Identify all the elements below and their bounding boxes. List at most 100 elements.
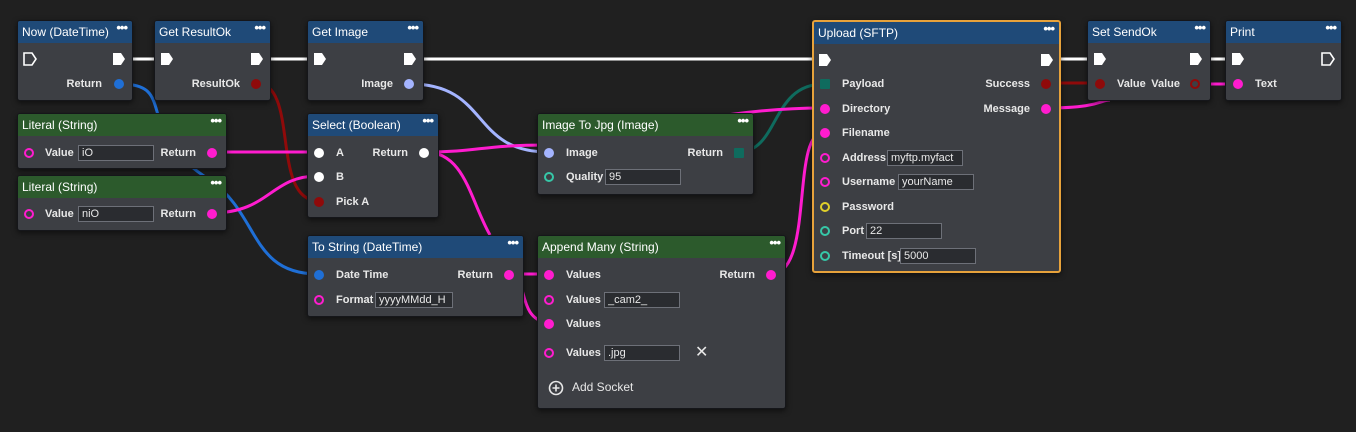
- text-string-pin[interactable]: [1233, 79, 1243, 89]
- exec-in-pin[interactable]: [1231, 52, 1245, 66]
- node-literal-string-2[interactable]: Literal (String)••• Value Return: [17, 175, 227, 231]
- node-header[interactable]: Now (DateTime)•••: [18, 20, 132, 43]
- value-input[interactable]: [78, 206, 154, 222]
- node-menu-icon[interactable]: •••: [1043, 21, 1055, 36]
- node-menu-icon[interactable]: •••: [507, 235, 519, 250]
- success-label: Success: [985, 78, 1030, 90]
- node-menu-icon[interactable]: •••: [769, 235, 781, 250]
- node-menu-icon[interactable]: •••: [737, 113, 749, 128]
- node-header[interactable]: Literal (String)•••: [18, 175, 226, 198]
- node-header[interactable]: Image To Jpg (Image)•••: [538, 113, 753, 136]
- a-pin[interactable]: [314, 148, 324, 158]
- node-menu-icon[interactable]: •••: [254, 20, 266, 35]
- node-literal-string-1[interactable]: Literal (String)••• Value Return: [17, 113, 227, 169]
- add-socket-icon[interactable]: [548, 380, 564, 396]
- node-image-to-jpg[interactable]: Image To Jpg (Image)••• Image Return Qua…: [537, 113, 754, 195]
- exec-out-pin[interactable]: [1321, 52, 1335, 66]
- exec-in-pin[interactable]: [23, 52, 37, 66]
- add-socket-button[interactable]: Add Socket: [572, 380, 634, 394]
- return-label: Return: [66, 78, 102, 90]
- exec-out-pin[interactable]: [250, 52, 264, 66]
- return-datetime-pin[interactable]: [114, 79, 124, 89]
- value-input[interactable]: [78, 145, 154, 161]
- value-out-boolean-pin[interactable]: [1190, 79, 1200, 89]
- node-header[interactable]: Upload (SFTP)•••: [814, 21, 1059, 44]
- image-in-pin[interactable]: [544, 148, 554, 158]
- node-menu-icon[interactable]: •••: [407, 20, 419, 35]
- values-string-pin-1[interactable]: [544, 270, 554, 280]
- timeout-number-pin[interactable]: [820, 251, 830, 261]
- node-append-many-string[interactable]: Append Many (String)••• Values Return Va…: [537, 235, 786, 409]
- node-select-boolean[interactable]: Select (Boolean)••• A Return B Pick A: [307, 113, 439, 218]
- remove-socket-icon[interactable]: ✕: [695, 344, 709, 361]
- exec-in-pin[interactable]: [1093, 52, 1107, 66]
- exec-in-pin[interactable]: [313, 52, 327, 66]
- values-input-4[interactable]: [604, 345, 680, 361]
- return-pin[interactable]: [419, 148, 429, 158]
- message-string-pin[interactable]: [1041, 104, 1051, 114]
- address-input[interactable]: [887, 150, 963, 166]
- values-string-pin-3[interactable]: [544, 319, 554, 329]
- node-header[interactable]: Get ResultOk•••: [155, 20, 270, 43]
- node-get-resultok[interactable]: Get ResultOk••• ResultOk: [154, 20, 271, 101]
- return-string-pin[interactable]: [207, 209, 217, 219]
- timeout-input[interactable]: [900, 248, 976, 264]
- node-menu-icon[interactable]: •••: [116, 20, 128, 35]
- exec-out-pin[interactable]: [1040, 53, 1054, 67]
- exec-in-pin[interactable]: [160, 52, 174, 66]
- exec-in-pin[interactable]: [818, 53, 832, 67]
- format-input[interactable]: [375, 292, 453, 308]
- node-header[interactable]: Set SendOk•••: [1088, 20, 1210, 43]
- pick-a-boolean-pin[interactable]: [314, 197, 324, 207]
- value-string-pin[interactable]: [24, 209, 34, 219]
- return-string-pin[interactable]: [207, 148, 217, 158]
- port-input[interactable]: [866, 223, 942, 239]
- payload-bytes-pin[interactable]: [820, 79, 830, 89]
- resultok-boolean-pin[interactable]: [251, 79, 261, 89]
- node-menu-icon[interactable]: •••: [210, 175, 222, 190]
- values-string-pin-4[interactable]: [544, 348, 554, 358]
- success-boolean-pin[interactable]: [1041, 79, 1051, 89]
- port-number-pin[interactable]: [820, 226, 830, 236]
- node-header[interactable]: Get Image•••: [308, 20, 423, 43]
- quality-input[interactable]: [605, 169, 681, 185]
- node-header[interactable]: Literal (String)•••: [18, 113, 226, 136]
- node-upload-sftp[interactable]: Upload (SFTP)••• Payload Success Directo…: [812, 20, 1061, 273]
- node-menu-icon[interactable]: •••: [210, 113, 222, 128]
- values-input-2[interactable]: [604, 292, 680, 308]
- username-string-pin[interactable]: [820, 177, 830, 187]
- a-label: A: [336, 147, 344, 159]
- value-string-pin[interactable]: [24, 148, 34, 158]
- port-label: Port: [842, 225, 864, 237]
- value-in-boolean-pin[interactable]: [1095, 79, 1105, 89]
- node-header[interactable]: Select (Boolean)•••: [308, 113, 438, 136]
- node-get-image[interactable]: Get Image••• Image: [307, 20, 424, 101]
- address-string-pin[interactable]: [820, 153, 830, 163]
- return-bytes-pin[interactable]: [734, 148, 744, 158]
- node-header[interactable]: To String (DateTime)•••: [308, 235, 523, 258]
- node-header[interactable]: Print•••: [1226, 20, 1341, 43]
- datetime-in-pin[interactable]: [314, 270, 324, 280]
- node-menu-icon[interactable]: •••: [1194, 20, 1206, 35]
- node-set-sendok[interactable]: Set SendOk••• Value Value: [1087, 20, 1211, 101]
- directory-string-pin[interactable]: [820, 104, 830, 114]
- filename-string-pin[interactable]: [820, 128, 830, 138]
- username-input[interactable]: [898, 174, 974, 190]
- b-pin[interactable]: [314, 172, 324, 182]
- node-menu-icon[interactable]: •••: [1325, 20, 1337, 35]
- exec-out-pin[interactable]: [112, 52, 126, 66]
- exec-out-pin[interactable]: [403, 52, 417, 66]
- return-string-pin[interactable]: [504, 270, 514, 280]
- password-pin[interactable]: [820, 202, 830, 212]
- quality-number-pin[interactable]: [544, 172, 554, 182]
- return-string-pin[interactable]: [766, 270, 776, 280]
- node-menu-icon[interactable]: •••: [422, 113, 434, 128]
- node-now-datetime[interactable]: Now (DateTime)••• Return: [17, 20, 133, 101]
- values-string-pin-2[interactable]: [544, 295, 554, 305]
- image-out-pin[interactable]: [404, 79, 414, 89]
- exec-out-pin[interactable]: [1189, 52, 1203, 66]
- node-header[interactable]: Append Many (String)•••: [538, 235, 785, 258]
- node-print[interactable]: Print••• Text: [1225, 20, 1342, 101]
- node-to-string-datetime[interactable]: To String (DateTime)••• Date Time Return…: [307, 235, 524, 317]
- format-string-pin[interactable]: [314, 295, 324, 305]
